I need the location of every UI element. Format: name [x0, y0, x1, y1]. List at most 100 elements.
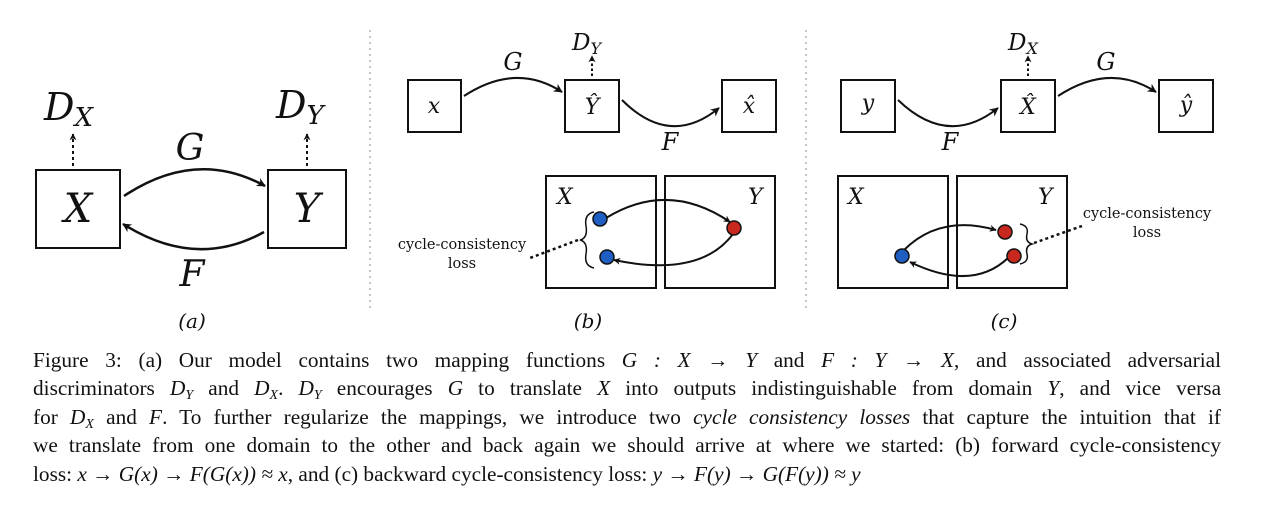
disc-sub: X: [1024, 39, 1038, 58]
panel-b: x Ŷ x̂ DY G F X Y cycle-consistency loss…: [398, 30, 777, 333]
cycle-back-arrow: [613, 233, 734, 267]
caption-line-3: for DX and F. To further regularize the …: [33, 403, 1221, 432]
loss-brace: [1019, 223, 1035, 265]
domain-x-label: X: [555, 185, 574, 210]
node-y-box: [267, 169, 347, 249]
caption-math: y → F(y) → G(F(y)) ≈ y: [652, 461, 861, 486]
node-xhat-box: [1000, 79, 1056, 133]
domain-y-box: [664, 175, 776, 289]
caption-text: that capture the intuition that if: [910, 404, 1221, 429]
caption-math-sub: X: [269, 388, 279, 404]
map-f-label: F: [179, 254, 207, 295]
map-f-label: F: [661, 128, 680, 156]
caption-text: and: [193, 376, 255, 401]
caption-math: Y: [1047, 376, 1060, 401]
caption-math-sub: Y: [185, 388, 194, 404]
caption-math-sub: Y: [313, 388, 322, 404]
disc-sub: Y: [590, 39, 602, 58]
point-y-reconstructed: [1006, 248, 1022, 264]
node-x-box: [35, 169, 121, 249]
caption-line-2: discriminators DY and DX. DY encourages …: [33, 374, 1222, 404]
domain-x-label: X: [846, 185, 865, 210]
caption-math-sub: X: [85, 416, 94, 432]
node-xhat-box: [721, 79, 777, 133]
map-g-label: G: [503, 48, 522, 76]
map-g-arrow: [463, 76, 563, 97]
panel-a: X Y DX DY G F (a): [35, 83, 347, 333]
node-x-label: X: [61, 186, 94, 232]
panel-c-label: (c): [991, 309, 1018, 333]
caption-math: F: [149, 404, 163, 429]
cycle-back-arrow: [909, 257, 1009, 278]
caption-math: G: [447, 376, 464, 401]
panel-b-label: (b): [574, 309, 602, 333]
node-yhat-label: Ŷ: [585, 93, 602, 120]
caption-math: x → G(x) → F(G(x)) ≈ x: [77, 461, 288, 486]
disc-label: DX: [1007, 30, 1038, 58]
loss-label-line2: loss: [448, 256, 476, 272]
caption-text: into outputs indistinguishable from doma…: [610, 376, 1048, 401]
caption-text: for: [33, 404, 70, 429]
node-yhat-box: [1158, 79, 1214, 133]
map-g-arrow: [1057, 76, 1157, 97]
loss-label-line1: cycle-consistency: [398, 237, 527, 253]
map-f-arrow: [122, 222, 265, 251]
point-x: [592, 211, 608, 227]
disc-label: DY: [571, 30, 602, 58]
caption-math: D: [254, 376, 270, 401]
domain-y-label: Y: [1038, 185, 1055, 210]
node-xhat-label: x̂: [743, 94, 756, 119]
point-y: [726, 220, 742, 236]
point-x: [894, 248, 910, 264]
caption-text: , and vice versa: [1059, 376, 1222, 401]
caption-emphasis: cycle consistency losses: [693, 404, 911, 429]
disc-y-d: D: [275, 83, 306, 127]
node-x-box: [407, 79, 462, 133]
disc-y-label: DY: [275, 83, 326, 131]
map-g-arrow: [123, 167, 266, 198]
caption-math: F : Y → X: [821, 348, 955, 372]
disc-x-label: DX: [43, 85, 94, 133]
domain-y-label: Y: [748, 185, 765, 210]
domain-x-box: [545, 175, 657, 289]
caption-text: . To further regularize the mappings, we…: [162, 404, 694, 429]
caption-line-5: loss: x → G(x) → F(G(x)) ≈ x, and (c) ba…: [33, 460, 1221, 488]
caption-text: discriminators: [33, 376, 170, 401]
caption-text: and: [757, 348, 822, 372]
loss-pointer: [1033, 224, 1083, 245]
caption-text: .: [278, 376, 299, 401]
caption-text: , and associated adversarial: [954, 348, 1221, 372]
caption-text: loss:: [33, 461, 78, 486]
panel-c: y X̂ ŷ DX F G X Y cycle-consistency loss…: [837, 30, 1214, 333]
disc-y-sub: Y: [306, 101, 326, 131]
node-x-label: x: [428, 94, 441, 119]
disc-d: D: [571, 30, 590, 56]
map-f-arrow: [897, 99, 999, 128]
node-xhat-label: X̂: [1018, 94, 1037, 120]
caption-line-4: we translate from one domain to the othe…: [33, 433, 1221, 458]
loss-pointer: [529, 238, 579, 260]
map-g-label: G: [1096, 48, 1115, 76]
node-yhat-box: [564, 79, 620, 133]
point-x-reconstructed: [599, 249, 615, 265]
caption-math: D: [169, 376, 186, 401]
disc-d: D: [1007, 30, 1026, 56]
figure-caption: Figure 3: (a) Our model contains two map…: [33, 346, 1221, 488]
loss-label-line2: loss: [1133, 225, 1161, 241]
disc-x-d: D: [43, 85, 74, 129]
caption-math: G : X → Y: [621, 348, 758, 372]
figure-diagram: X Y DX DY G F (a) x Ŷ x̂ DY G F: [35, 30, 1214, 333]
map-f-arrow: [621, 99, 720, 128]
node-y-label: Y: [294, 186, 324, 232]
cycle-forward-arrow: [903, 224, 997, 251]
loss-label-line1: cycle-consistency: [1083, 206, 1212, 222]
map-f-label: F: [941, 128, 960, 156]
caption-text: and: [93, 404, 150, 429]
disc-x-sub: X: [72, 103, 94, 133]
node-y-label: y: [861, 91, 875, 116]
panel-a-label: (a): [178, 309, 206, 333]
caption-text: to translate: [463, 376, 598, 401]
caption-text: encourages: [321, 376, 448, 401]
cycle-forward-arrow: [605, 199, 731, 223]
map-g-label: G: [176, 128, 205, 169]
